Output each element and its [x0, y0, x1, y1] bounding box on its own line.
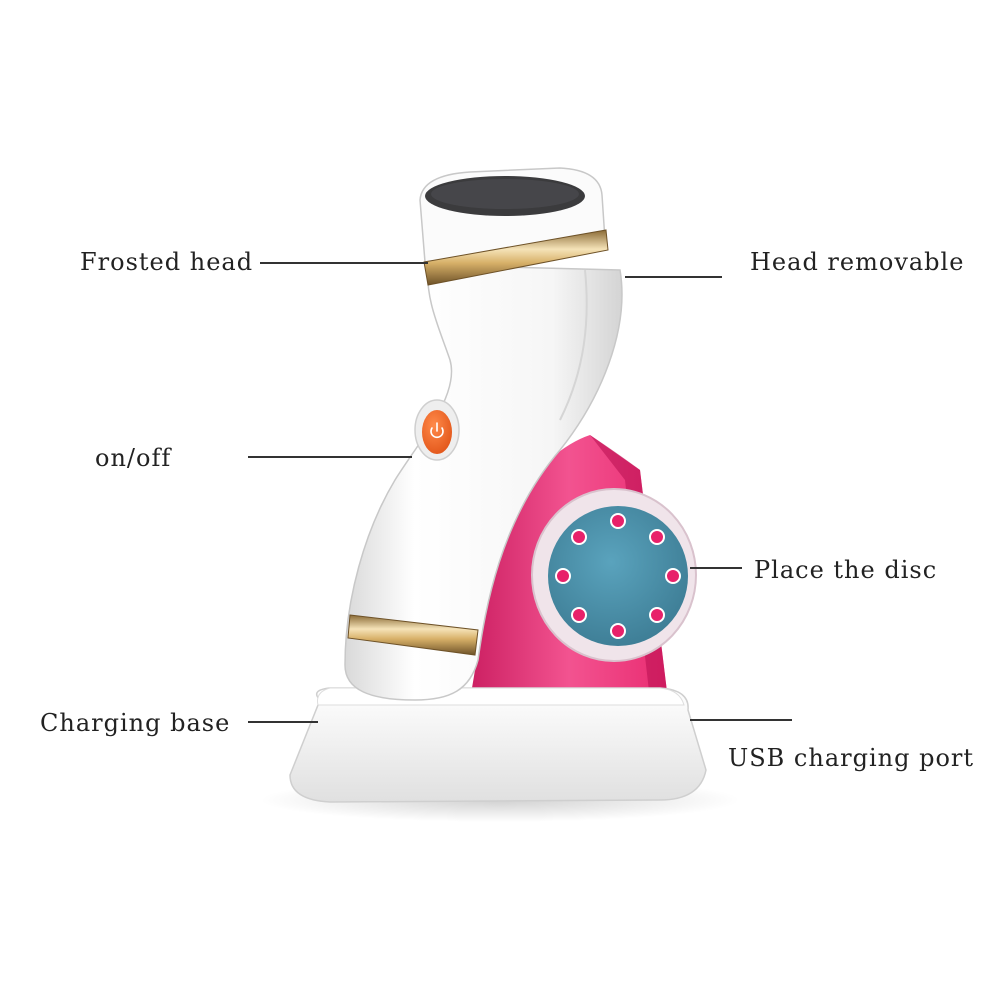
label-head-removable: Head removable [750, 248, 965, 276]
power-button[interactable] [422, 410, 452, 454]
power-icon [430, 427, 444, 439]
disc-holes [555, 513, 681, 639]
label-place-disc: Place the disc [754, 556, 938, 584]
label-usb-port: USB charging port [728, 744, 975, 772]
label-frosted-head: Frosted head [80, 248, 254, 276]
device-body [344, 264, 623, 701]
lower-gold-band [347, 614, 479, 656]
label-charging-base: Charging base [40, 709, 231, 737]
device-seam [559, 269, 588, 421]
charging-base [289, 687, 707, 803]
upper-gold-band [423, 229, 609, 286]
label-on-off: on/off [95, 444, 172, 472]
frosted-pad-texture [431, 179, 579, 209]
